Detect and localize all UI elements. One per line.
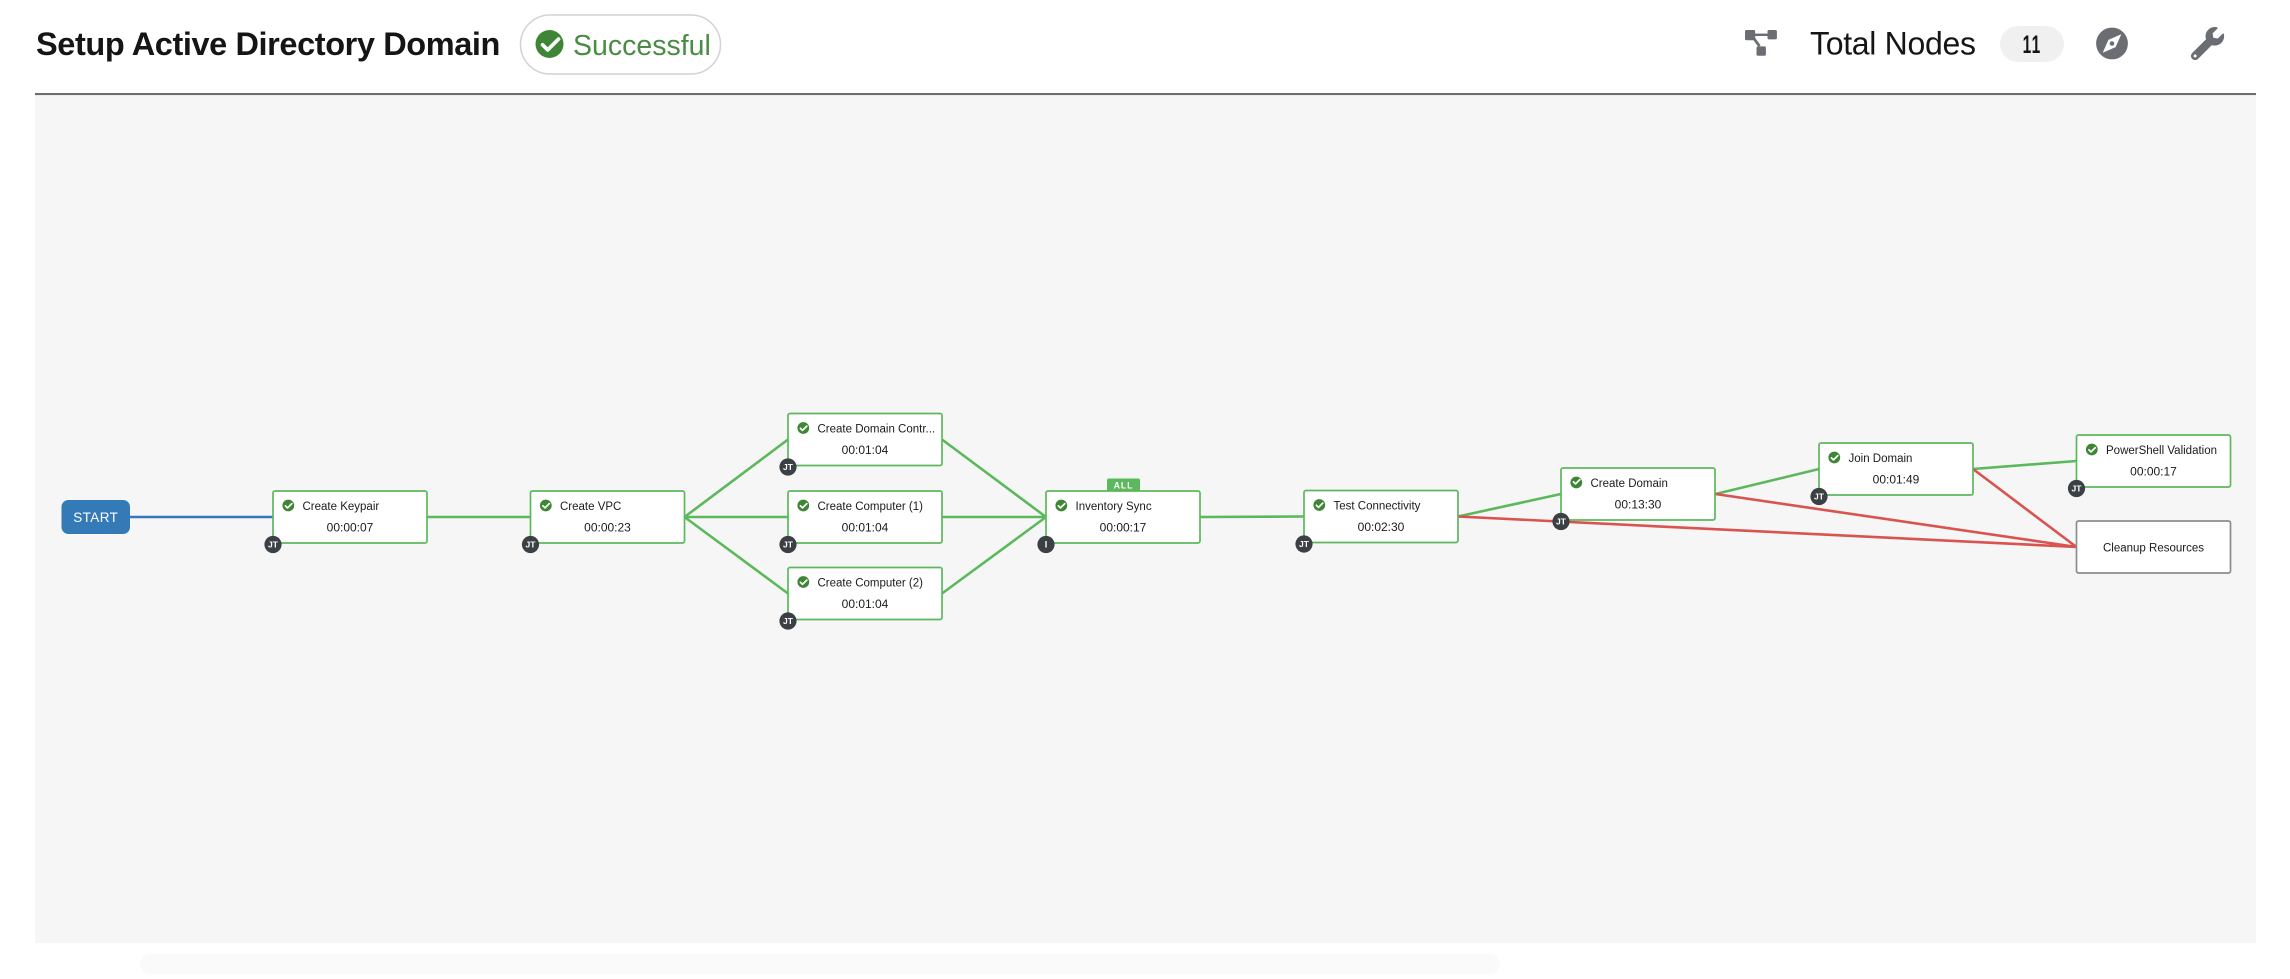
svg-text:Cleanup Resources: Cleanup Resources: [2103, 543, 2204, 555]
svg-text:00:01:49: 00:01:49: [1873, 473, 1920, 487]
svg-text:00:01:04: 00:01:04: [842, 521, 889, 535]
svg-text:11: 11: [2023, 31, 2042, 59]
svg-text:Create Domain Contr...: Create Domain Contr...: [818, 423, 936, 435]
svg-text:JT: JT: [1814, 492, 1825, 502]
svg-text:Test Connectivity: Test Connectivity: [1334, 500, 1421, 512]
svg-text:JT: JT: [1299, 539, 1310, 549]
svg-text:ALL: ALL: [1114, 480, 1134, 490]
svg-text:JT: JT: [783, 616, 794, 626]
svg-text:Create Computer (2): Create Computer (2): [818, 577, 924, 589]
svg-text:JT: JT: [526, 540, 537, 550]
svg-text:START: START: [73, 510, 118, 525]
svg-text:I: I: [1045, 540, 1048, 550]
svg-text:Total Nodes: Total Nodes: [1810, 26, 1976, 62]
svg-text:Create VPC: Create VPC: [560, 501, 621, 513]
svg-text:Join Domain: Join Domain: [1849, 453, 1913, 465]
svg-text:Setup Active Directory Domain: Setup Active Directory Domain: [36, 26, 500, 62]
svg-text:JT: JT: [1556, 517, 1567, 527]
svg-text:00:00:17: 00:00:17: [2130, 465, 2177, 479]
svg-text:00:00:23: 00:00:23: [584, 521, 631, 535]
svg-text:JT: JT: [783, 462, 794, 472]
svg-text:Inventory Sync: Inventory Sync: [1076, 501, 1152, 513]
svg-text:Create Keypair: Create Keypair: [303, 501, 380, 513]
svg-text:00:13:30: 00:13:30: [1615, 498, 1662, 512]
svg-text:PowerShell Validation: PowerShell Validation: [2106, 445, 2217, 457]
svg-text:JT: JT: [2072, 484, 2083, 494]
svg-text:00:02:30: 00:02:30: [1358, 520, 1405, 534]
svg-text:00:01:04: 00:01:04: [842, 443, 889, 457]
svg-text:00:01:04: 00:01:04: [842, 597, 889, 611]
svg-text:JT: JT: [268, 540, 279, 550]
svg-text:Create Domain: Create Domain: [1591, 478, 1668, 490]
svg-text:00:00:07: 00:00:07: [327, 521, 374, 535]
svg-text:Successful: Successful: [573, 30, 711, 62]
svg-text:00:00:17: 00:00:17: [1100, 521, 1147, 535]
svg-text:JT: JT: [783, 540, 794, 550]
svg-text:Create Computer (1): Create Computer (1): [818, 501, 924, 513]
